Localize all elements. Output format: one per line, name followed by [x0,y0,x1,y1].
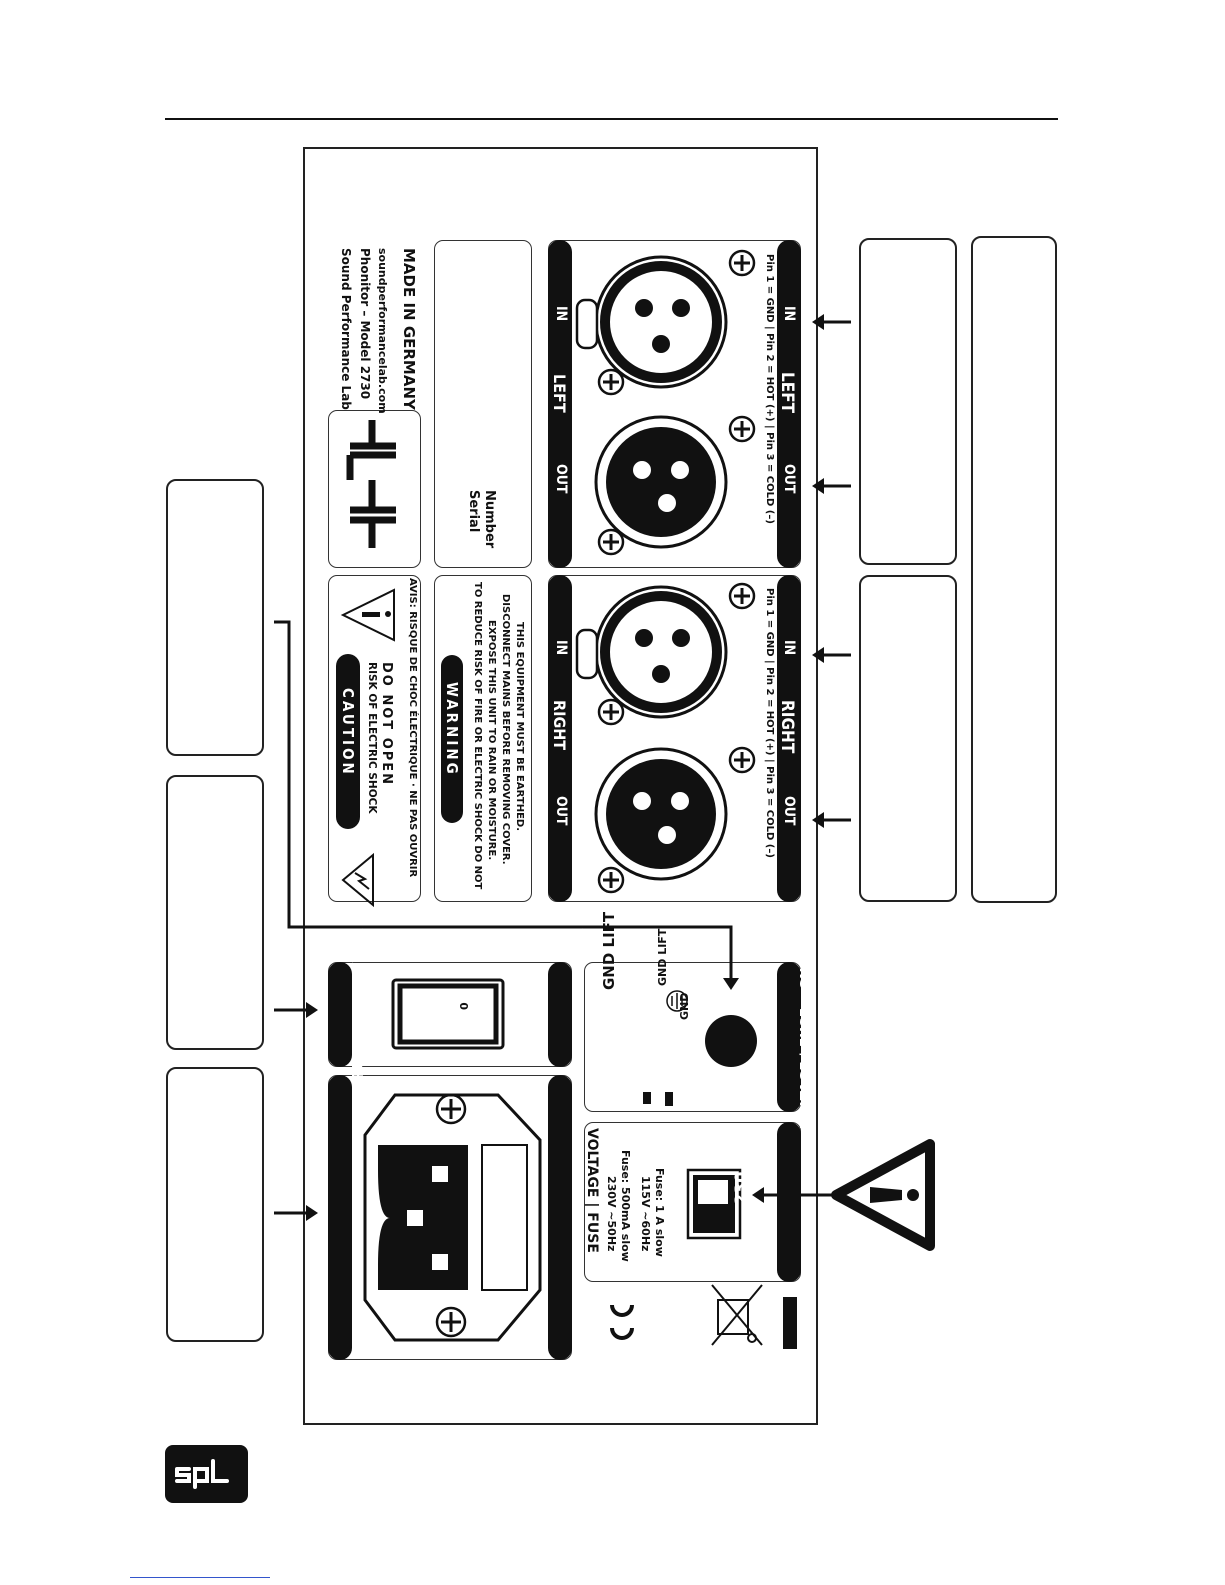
power-switch-icon [391,978,505,1050]
left-channel-bar-bottom [777,240,801,568]
serial-label-1: Serial [466,490,481,533]
spl-logo [165,1445,248,1503]
rear-panel [303,147,818,1425]
caution-title-bar [336,654,360,829]
warning-title: WARNING [443,682,461,777]
caution-line-1: RISK OF ELECTRIC SHOCK [366,662,378,814]
callout-box-power [166,775,264,1050]
voltage-label-top: VOLTAGE | FUSE [584,1128,600,1253]
voltage-bar [777,1122,801,1282]
left-in-label-bottom: IN [781,306,797,322]
voltage-line-1: 230V ~50Hz [605,1176,618,1252]
company-name: Sound Performance Lab [339,248,353,410]
left-name-label-bottom: LEFT [777,372,797,414]
gnd-lift-button-icon [705,1015,757,1067]
serial-number-box [434,240,532,568]
disposal-bar [783,1297,797,1349]
callout-box-right-channel [859,575,957,902]
left-pinout: Pin 1 = GND | Pin 2 = HOT (+) | Pin 3 = … [764,254,775,524]
ce-mark-icon [610,1304,634,1340]
caution-box [328,575,421,902]
warning-box [434,575,532,902]
voltage-label-bottom: VOLTAGE | FUSE [797,1008,815,1128]
right-in-label: IN [553,640,569,656]
mains-label-left: MAINS INPUT [349,1049,367,1150]
warning-line-2: EXPOSE THIS UNIT TO RAIN OR MOISTURE. [486,620,497,861]
model-name: Phonitor – Model 2730 [358,248,372,400]
callout-box-mains [166,1067,264,1342]
right-channel-bar-top [548,575,572,902]
right-pinout: Pin 1 = GND | Pin 2 = HOT (+) | Pin 3 = … [764,588,775,858]
voltage-selector-value: 230 [731,1171,750,1205]
spl-panel-logo-icon [346,420,396,548]
caution-avis: AVIS: RISQUE DE CHOC ÉLECTRIQUE · NE PAS… [407,578,418,878]
serial-label-2: Number [482,490,497,549]
caution-title: CAUTION [339,688,357,777]
made-in-germany: MADE IN GERMANY [400,248,418,410]
left-out-label: OUT [553,464,569,494]
xlr-right-in-icon [575,585,728,719]
power-switch-mark: 0 [458,1002,471,1010]
xlr-left-out-icon [594,415,728,549]
left-channel-bar-top [548,240,572,568]
voltage-warning-icon [831,1139,935,1251]
power-label-right: POWER [569,928,587,984]
right-out-label: OUT [553,796,569,826]
voltage-line-4: Fuse: 1 A slow [653,1168,666,1257]
caution-line-2: DO NOT OPEN [379,662,394,787]
callout-box-notes [971,236,1057,903]
caution-exclamation-icon [340,588,395,642]
right-name-label-bottom: RIGHT [777,700,797,754]
gnd-lift-label-top: GND LIFT [600,911,618,990]
mains-bar-right [548,1075,572,1360]
weee-bin-icon [711,1284,763,1346]
header-rule [165,118,1058,120]
power-bar-right [548,962,572,1067]
gnd-lift-option: GND LIFT [656,928,669,986]
gnd-lift-label-bottom: GND LIFT [797,919,815,990]
iec-socket-icon [363,1093,542,1342]
right-name-label: RIGHT [550,700,569,751]
spl-logo-icon [175,1459,229,1489]
ground-symbol-icon [666,990,688,1012]
gnd-option: GND [678,992,691,1020]
right-in-label-bottom: IN [781,640,797,656]
warning-line-4: THIS EQUIPMENT MUST BE EARTHED. [514,622,525,832]
xlr-left-in-icon [575,255,728,389]
warning-line-1: TO REDUCE RISK OF FIRE OR ELECTRIC SHOCK… [472,582,483,890]
power-bar-left [328,962,352,1067]
callout-box-left-channel [859,238,957,565]
voltage-line-2: Fuse: 500mA slow [619,1150,632,1262]
mains-bar-left [328,1075,352,1360]
right-channel-bar-bottom [777,575,801,902]
voltage-line-3: 115V ~60Hz [639,1176,652,1252]
left-in-label: IN [553,306,569,322]
gnd-lift-bar [777,962,801,1112]
power-label-left: POWER [349,928,367,984]
footer-underline [130,1577,270,1578]
voltage-selector-icon [686,1168,742,1240]
xlr-right-out-icon [594,747,728,881]
logo-box [328,410,421,568]
warning-line-3: DISCONNECT MAINS BEFORE REMOVING COVER. [500,594,511,865]
left-out-label-bottom: OUT [781,464,797,494]
warning-title-bar [441,655,463,823]
right-out-label-bottom: OUT [781,796,797,826]
callout-box-gnd-lift [166,479,264,756]
left-name-label: LEFT [550,374,569,413]
website: soundperformancelab.com [376,248,389,414]
